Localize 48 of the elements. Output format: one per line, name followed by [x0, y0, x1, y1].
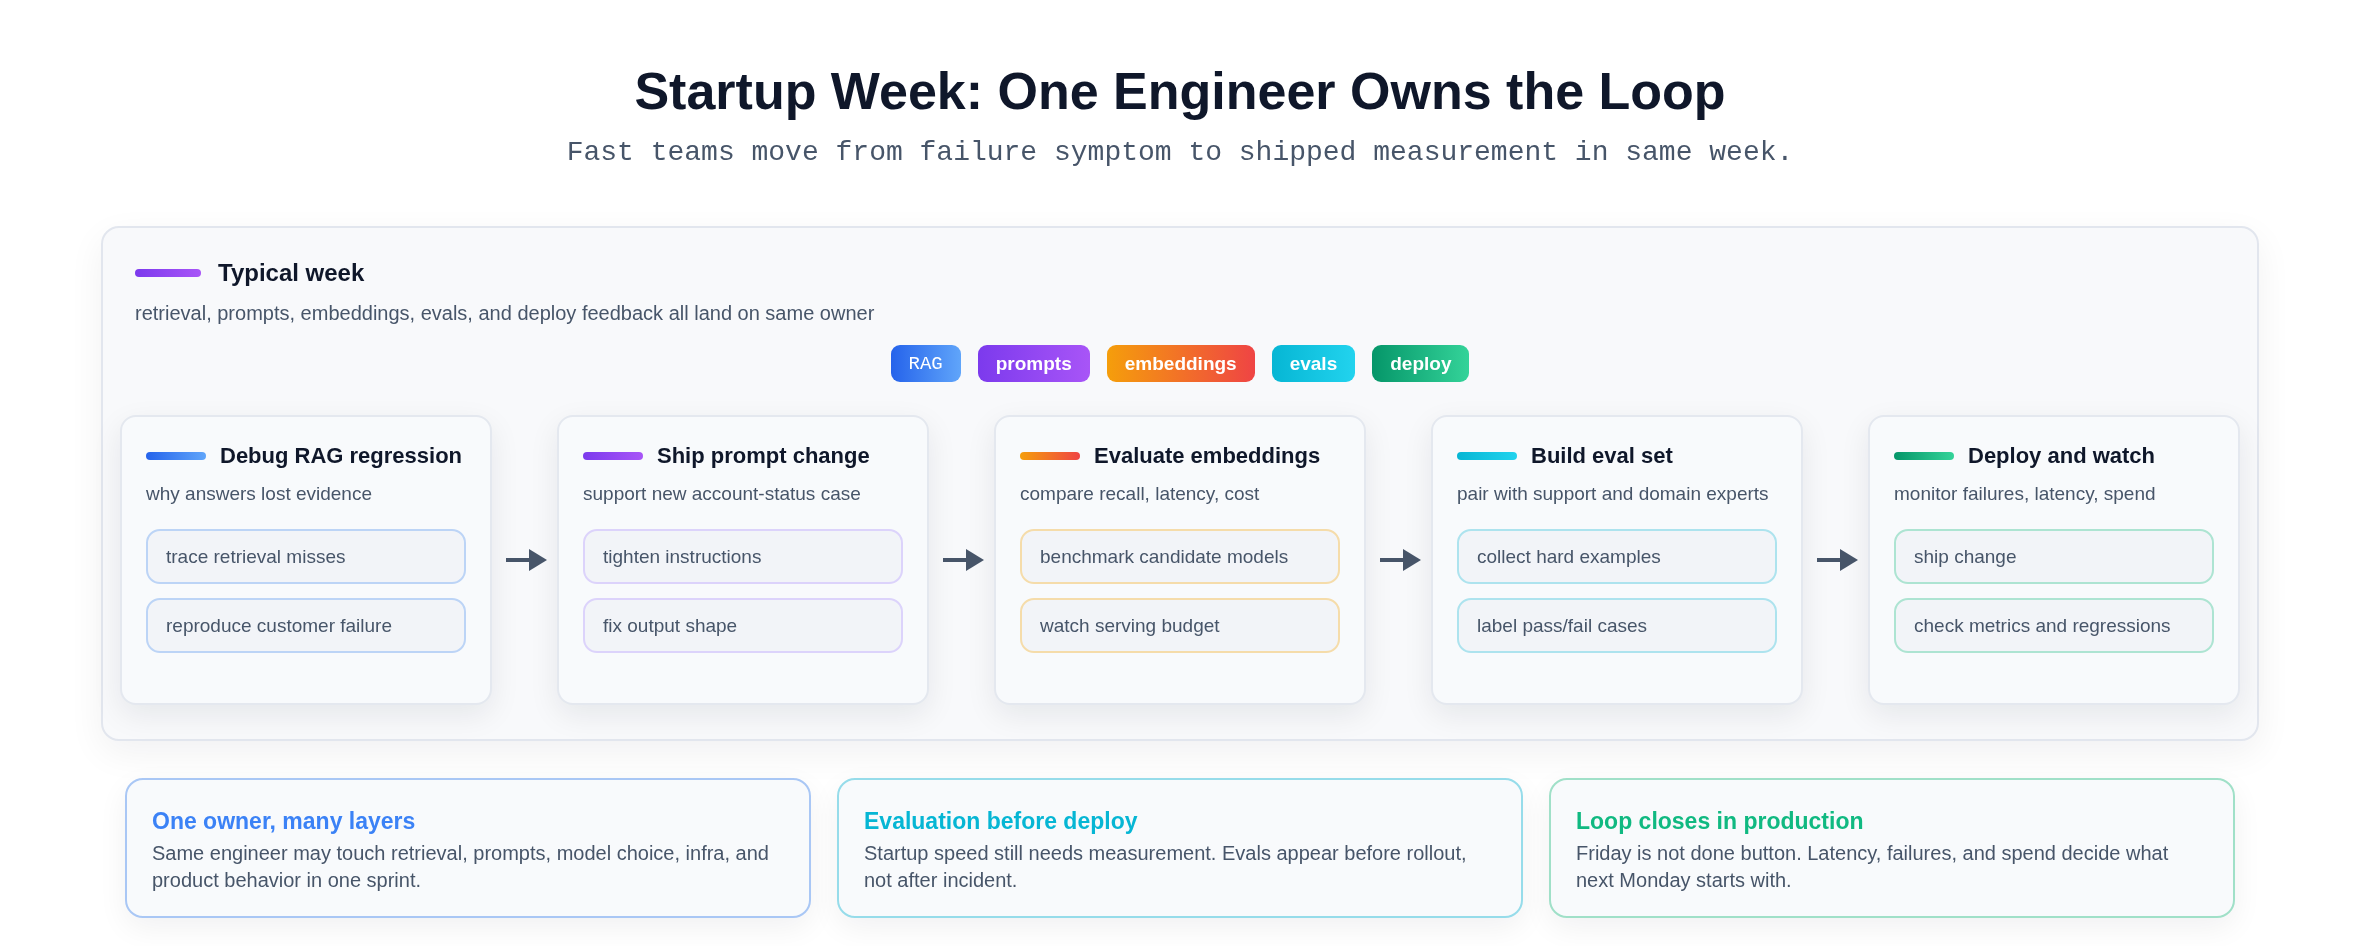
- task-item: check metrics and regressions: [1894, 598, 2214, 653]
- card-heading: Deploy and watch: [1968, 442, 2156, 470]
- title: Startup Week: One Engineer Owns the Loop: [634, 61, 1726, 122]
- task-item: ship change: [1894, 529, 2214, 584]
- arrow: [1380, 549, 1421, 571]
- arrow: [506, 549, 547, 571]
- tag: evals: [1271, 345, 1356, 382]
- subtitle: Fast teams move from failure symptom to shipped measurement in same week.: [566, 136, 1794, 170]
- task-item: reproduce customer failure: [146, 598, 466, 653]
- tag: deploy: [1372, 345, 1470, 382]
- card-heading: Build eval set: [1531, 442, 1673, 470]
- note-heading: Evaluation before deploy: [864, 807, 1138, 836]
- step-card: [994, 415, 1366, 705]
- task-item: collect hard examples: [1457, 529, 1777, 584]
- card-heading: Evaluate embeddings: [1094, 442, 1321, 470]
- tag: RAG: [890, 345, 961, 382]
- step-card: [120, 415, 492, 705]
- step-card: [1431, 415, 1803, 705]
- note-heading: Loop closes in production: [1576, 807, 1864, 836]
- panel: [101, 226, 2259, 741]
- note-text: Friday is not done button. Latency, failures, and spend decide what next Monday starts with.: [1576, 841, 2170, 893]
- note-card: [125, 778, 811, 918]
- card-description: why answers lost evidence: [146, 482, 372, 506]
- note-card: [837, 778, 1523, 918]
- panel-heading: Typical week: [218, 258, 365, 288]
- panel-description: retrieval, prompts, embeddings, evals, and deploy feedback all land on same owner: [135, 301, 875, 326]
- task-item: tighten instructions: [583, 529, 903, 584]
- step-card: [1868, 415, 2240, 705]
- note-card: [1549, 778, 2235, 918]
- task-item: benchmark candidate models: [1020, 529, 1340, 584]
- tag: prompts: [977, 345, 1090, 382]
- task-item: fix output shape: [583, 598, 903, 653]
- arrow: [1817, 549, 1858, 571]
- step-card: [557, 415, 929, 705]
- note-text: Startup speed still needs measurement. Evals appear before rollout, not after incident.: [864, 841, 1468, 893]
- card-description: support new account-status case: [583, 482, 861, 506]
- note-heading: One owner, many layers: [152, 807, 416, 836]
- task-item: watch serving budget: [1020, 598, 1340, 653]
- card-description: monitor failures, latency, spend: [1894, 482, 2156, 506]
- card-description: compare recall, latency, cost: [1020, 482, 1260, 506]
- card-description: pair with support and domain experts: [1457, 482, 1769, 506]
- card-heading: Debug RAG regression: [220, 442, 463, 470]
- tag: embeddings: [1106, 345, 1255, 382]
- task-item: label pass/fail cases: [1457, 598, 1777, 653]
- note-text: Same engineer may touch retrieval, prompts, model choice, infra, and product behavior in one sprint.: [152, 841, 770, 893]
- arrow: [943, 549, 984, 571]
- card-heading: Ship prompt change: [657, 442, 870, 470]
- task-item: trace retrieval misses: [146, 529, 466, 584]
